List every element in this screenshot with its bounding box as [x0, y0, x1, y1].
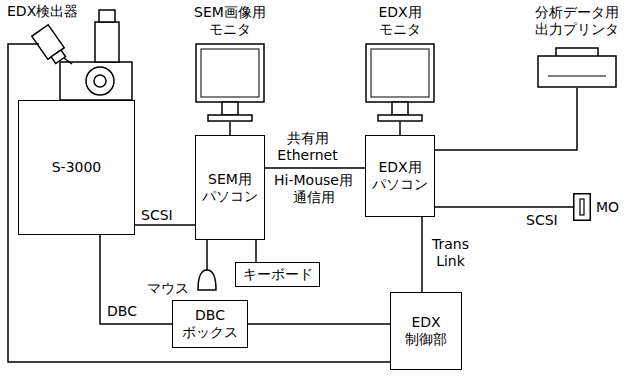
cable-line: [435, 88, 577, 150]
monitor-symbol-part: [201, 49, 259, 97]
monitor: SEM画像用 モニタ: [190, 4, 270, 122]
part-name: EDX検出器: [7, 3, 78, 20]
mo-drive: MO: [573, 193, 619, 221]
pc-box: SEM用 パソコン: [195, 135, 265, 240]
monitor-symbol-part: [366, 44, 434, 102]
monitor-symbol-part: [371, 49, 429, 97]
chamber-port-inner: [94, 75, 106, 87]
electron-gun: [99, 10, 115, 22]
node-label: EDX用 パソコン: [371, 159, 429, 193]
monitor-symbol-part: [208, 115, 252, 121]
mouse-cable: [206, 240, 208, 270]
cable-label-box: Hi-Mouse用 通信用: [272, 172, 355, 206]
dbc-box: DBC ボックス: [172, 300, 248, 348]
cable-line: [399, 122, 401, 135]
cable-label-box: DBC: [106, 303, 138, 320]
chamber-port: [86, 67, 114, 95]
node-label: DBC ボックス: [181, 307, 239, 341]
pc-box: EDX用 パソコン: [365, 135, 435, 217]
sem-unit-box: S-3000: [18, 100, 135, 235]
monitor-symbol-part: [378, 115, 422, 121]
node-label: キーボード: [243, 266, 313, 283]
cable-label-box: 共有用 Ethernet: [275, 130, 340, 164]
cable-line: [435, 206, 573, 208]
cable-line: [421, 217, 423, 292]
cable-label: DBC: [107, 303, 137, 320]
node-label: EDX 制御部: [404, 314, 448, 348]
sem-column-illustration: [60, 10, 132, 100]
part-name-box: EDX検出器: [6, 3, 79, 20]
node-label: S-3000: [52, 159, 102, 176]
cable-label-box: SCSI: [525, 212, 559, 229]
mo-drive-slot: [580, 199, 584, 215]
node-label: MO: [596, 199, 619, 216]
printer-symbol-part: [548, 76, 606, 77]
cable-label: SCSI: [141, 207, 173, 224]
cable-label: 共有用 Ethernet: [276, 130, 339, 164]
node-label: SEM画像用 モニタ: [193, 4, 267, 38]
detector-tip: [51, 50, 65, 63]
edx-detector-symbol: [32, 25, 69, 66]
keyboard-box: キーボード: [235, 262, 320, 287]
printer-symbol-part: [538, 56, 616, 87]
specimen-chamber: [60, 62, 132, 100]
node-label: SEM用 パソコン: [201, 171, 259, 205]
cable-label-box: Trans Link: [430, 236, 471, 270]
printer: 分析データ用 出力プリンタ: [518, 4, 636, 88]
cable-line: [255, 240, 257, 262]
mouse-symbol: [198, 270, 216, 290]
node-label: EDX用 モニタ: [377, 4, 423, 38]
electron-column: [95, 22, 119, 62]
part-name-box: マウス: [146, 280, 190, 297]
cable-line: [248, 323, 390, 325]
cable-label-box: SCSI: [140, 207, 174, 224]
cable-line: [265, 167, 365, 169]
controller-box: EDX 制御部: [390, 292, 462, 370]
monitor-symbol-part: [196, 44, 264, 102]
cable-label: Hi-Mouse用 通信用: [273, 172, 354, 206]
cable-line: [229, 122, 231, 135]
cable-label: SCSI: [526, 212, 558, 229]
node-label: 分析データ用 出力プリンタ: [534, 4, 620, 38]
monitor: EDX用 モニタ: [360, 4, 440, 122]
detector-cable: [8, 44, 390, 362]
cable-label: Trans Link: [431, 236, 470, 270]
mo-drive-symbol: [573, 193, 591, 221]
cable-line: [135, 224, 195, 226]
monitor-symbol-part: [222, 102, 238, 115]
mo-drive-body: [574, 194, 591, 221]
monitor-symbol-part: [392, 102, 408, 115]
part-name: マウス: [147, 280, 189, 297]
